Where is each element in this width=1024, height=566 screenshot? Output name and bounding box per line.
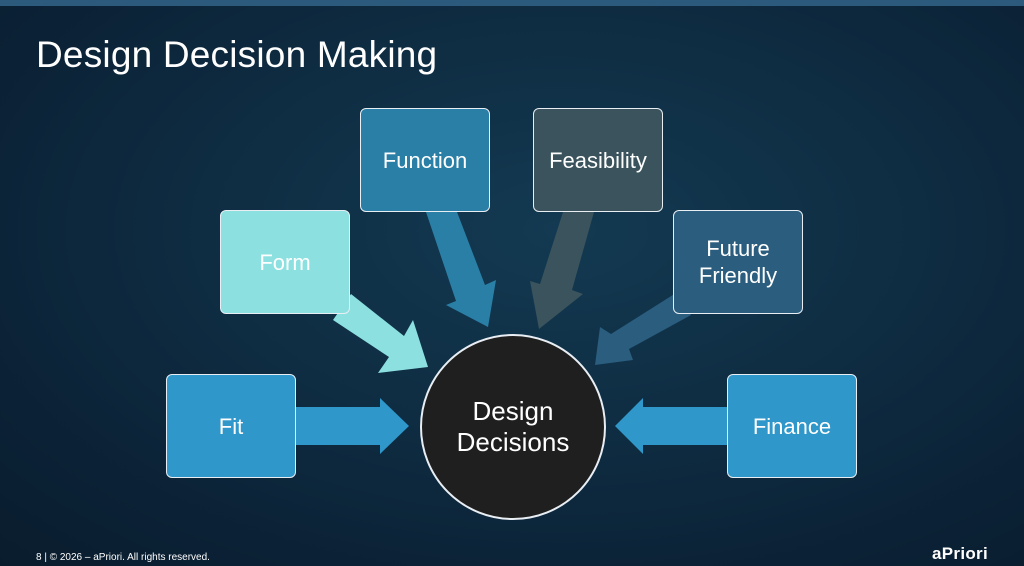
node-function: Function [360, 108, 490, 212]
arrow-function [426, 212, 496, 327]
arrow-fit [296, 398, 409, 454]
node-finance: Finance [727, 374, 857, 478]
footer-copyright: 8 | © 2026 – aPriori. All rights reserve… [36, 552, 210, 563]
node-fit: Fit [166, 374, 296, 478]
slide-title: Design Decision Making [36, 34, 438, 75]
arrow-form [333, 294, 428, 373]
node-form: Form [220, 210, 350, 314]
node-future-friendly: Future Friendly [673, 210, 803, 314]
center-design-decisions: Design Decisions [420, 334, 606, 520]
node-feasibility: Feasibility [533, 108, 663, 212]
top-accent-bar [0, 0, 1024, 6]
arrow-finance [615, 398, 728, 454]
arrow-feasibility [530, 212, 594, 329]
apriori-logo: aPriori [932, 544, 988, 563]
arrow-future-friendly [595, 293, 691, 365]
